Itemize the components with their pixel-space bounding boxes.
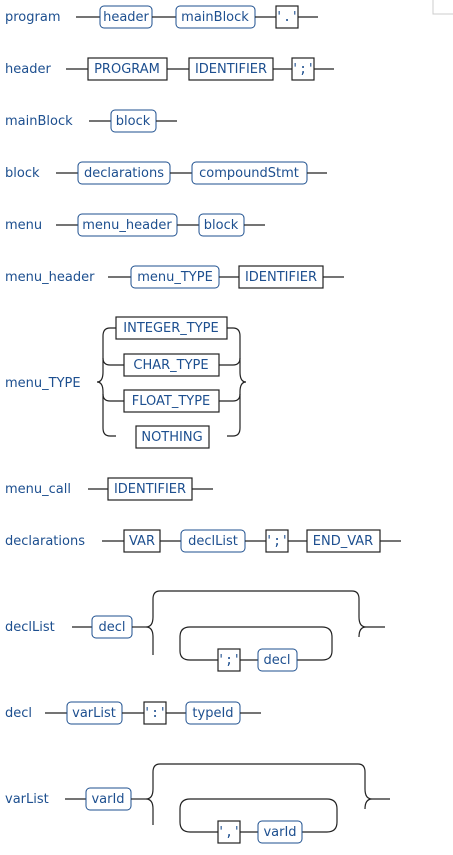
rule-name: decl <box>5 706 32 721</box>
nonterminal-label: varList <box>72 706 116 721</box>
nonterminal-label: typeId <box>192 706 233 721</box>
rule-varList: varList varId ',' varId <box>5 763 390 844</box>
rule-menu_TYPE: menu_TYPE INTEGER_TYPE CHAR_TYPE FLOAT_T… <box>5 316 247 449</box>
rule-block: block declarations compoundStmt <box>5 161 327 185</box>
terminal-label: INTEGER_TYPE <box>123 321 218 336</box>
nonterminal-label: menu_TYPE <box>137 270 213 285</box>
rule-header: header PROGRAM IDENTIFIER ';' <box>5 57 334 81</box>
rule-name: varList <box>5 792 49 807</box>
terminal-label: END_VAR <box>313 534 373 549</box>
terminal-label: ':' <box>143 706 166 721</box>
terminal-label: '.' <box>275 10 298 25</box>
rule-name: block <box>5 166 40 181</box>
rule-name: menu_header <box>5 270 95 285</box>
terminal-label: ';' <box>265 534 288 549</box>
terminal-NOTHING[interactable] <box>135 425 210 449</box>
nonterminal-label: block <box>116 114 151 129</box>
terminal-label: IDENTIFIER <box>195 62 267 77</box>
nonterminal-label: block <box>204 218 239 233</box>
rule-name: declarations <box>5 534 85 549</box>
nonterminal-label: decl <box>263 653 290 668</box>
rule-mainBlock: mainBlock block <box>5 109 177 133</box>
rule-name: menu_TYPE <box>5 376 81 391</box>
nonterminal-label: decl <box>98 620 125 635</box>
terminal-label: ',' <box>217 825 240 840</box>
terminal-CHAR_TYPE[interactable] <box>123 353 220 377</box>
nonterminal-label: mainBlock <box>181 10 249 25</box>
rule-name: menu <box>5 218 42 233</box>
terminal-label: PROGRAM <box>94 62 160 77</box>
nonterminal-label: declList <box>188 534 238 549</box>
nonterminal-label: compoundStmt <box>199 166 299 181</box>
terminal-label: ';' <box>291 62 314 77</box>
terminal-label: NOTHING <box>141 430 202 445</box>
nonterminal-label: declarations <box>84 166 164 181</box>
terminal-label: CHAR_TYPE <box>133 358 208 373</box>
terminal-INTEGER_TYPE[interactable] <box>115 316 228 340</box>
nonterminal-label: header <box>103 10 149 25</box>
rule-program: program header mainBlock '.' <box>5 5 318 29</box>
nonterminal-label: menu_header <box>82 218 172 233</box>
rule-menu: menu menu_header block <box>5 213 265 237</box>
terminal-label: IDENTIFIER <box>245 270 317 285</box>
rule-declarations: declarations VAR declList ';' END_VAR <box>5 529 401 553</box>
terminal-label: ';' <box>217 653 240 668</box>
rule-menu_call: menu_call IDENTIFIER <box>5 477 213 501</box>
terminal-FLOAT_TYPE[interactable] <box>123 389 220 413</box>
terminal-label: FLOAT_TYPE <box>132 394 211 409</box>
terminal-label: IDENTIFIER <box>114 482 186 497</box>
nonterminal-label: varId <box>91 792 124 807</box>
rule-name: header <box>5 62 51 77</box>
rule-declList: declList decl ';' decl <box>5 590 385 672</box>
rule-name: declList <box>5 620 55 635</box>
nonterminal-label: varId <box>263 825 296 840</box>
nonterminal-varId[interactable] <box>257 820 303 844</box>
rule-menu_header: menu_header menu_TYPE IDENTIFIER <box>5 265 344 289</box>
terminal-label: VAR <box>129 534 155 549</box>
rule-name: menu_call <box>5 482 71 497</box>
rule-name: program <box>5 10 61 25</box>
rule-decl: decl varList ':' typeId <box>5 701 261 725</box>
rule-name: mainBlock <box>5 114 73 129</box>
nonterminal-decl[interactable] <box>257 648 298 672</box>
